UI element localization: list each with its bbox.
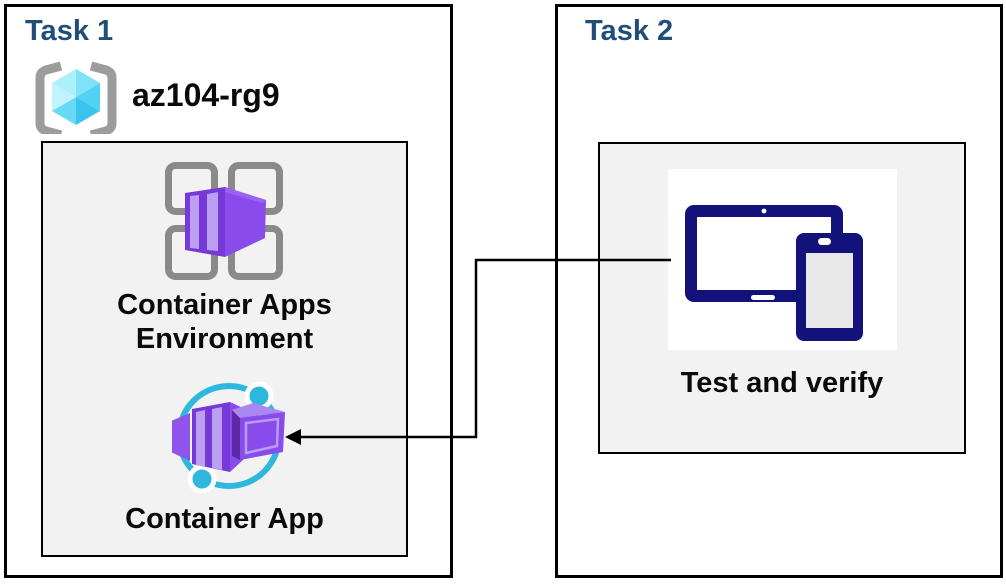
tablet-and-phone-icon (685, 205, 863, 341)
task2-title: Task 2 (585, 15, 674, 47)
container-apps-environment-icon (165, 162, 283, 280)
test-and-verify-label: Test and verify (680, 367, 884, 399)
container-app-label: Container App (125, 503, 324, 535)
environment-label: Container Apps Environment (43, 288, 406, 356)
resource-group-name: az104-rg9 (132, 77, 280, 113)
environment-label-line1: Container Apps (117, 289, 332, 321)
task1-title: Task 1 (25, 15, 114, 47)
container-app-icon (172, 381, 285, 494)
environment-label-line2: Environment (135, 323, 314, 355)
resource-group-icon (35, 61, 117, 134)
